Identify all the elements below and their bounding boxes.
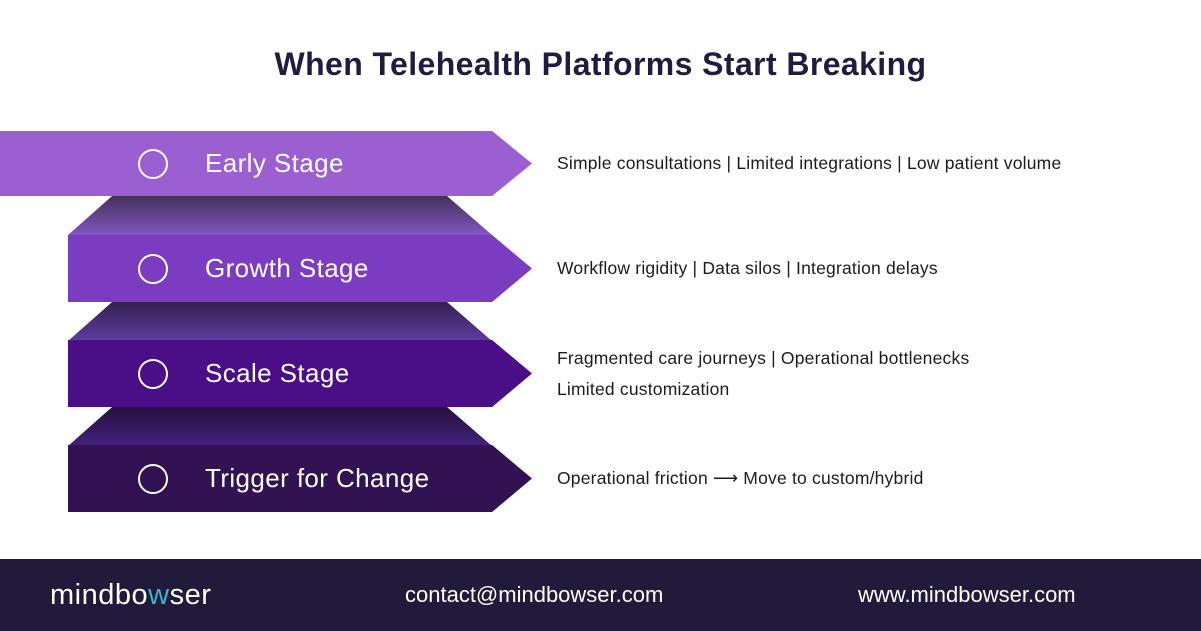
stage-description-growth: Workflow rigidity | Data silos | Integra… [557,235,1187,302]
stage-band-growth: Growth Stage [68,235,532,302]
description-line: Simple consultations | Limited integrati… [557,153,1062,173]
stage-circle-icon [138,148,168,179]
contact-email-link[interactable]: contact@mindbowser.com [405,582,664,607]
logo-accent-letter: w [148,578,170,611]
stage-circle-icon [138,253,168,284]
logo-text-suffix: ser [169,578,212,611]
logo-text-prefix: mindbo [50,578,149,611]
ribbon-fold [68,302,492,341]
website-link[interactable]: www.mindbowser.com [858,582,1076,607]
description-line: Fragmented care journeys | Operational b… [557,347,970,368]
stage-circle-icon [138,358,168,389]
stage-label: Growth Stage [205,253,369,283]
stage-band-early: Early Stage [0,131,532,196]
description-line: Workflow rigidity | Data silos | Integra… [557,258,938,278]
ribbon-fold [68,407,492,446]
page-title: When Telehealth Platforms Start Breaking [274,46,927,82]
stage-description-early: Simple consultations | Limited integrati… [557,131,1187,196]
stage-label: Scale Stage [205,358,350,388]
stage-circle-icon [138,463,168,494]
stage-description-scale: Fragmented care journeys | Operational b… [557,340,1187,407]
ribbon-fold [68,196,492,235]
description-line: Operational friction ⟶ Move to custom/hy… [557,468,924,488]
stage-band-scale: Scale Stage [68,340,532,407]
stage-description-trigger: Operational friction ⟶ Move to custom/hy… [557,445,1187,512]
stage-label: Trigger for Change [205,463,430,493]
stage-label: Early Stage [205,148,344,178]
stage-band-trigger: Trigger for Change [68,445,532,512]
description-line: Limited customization [557,378,730,399]
